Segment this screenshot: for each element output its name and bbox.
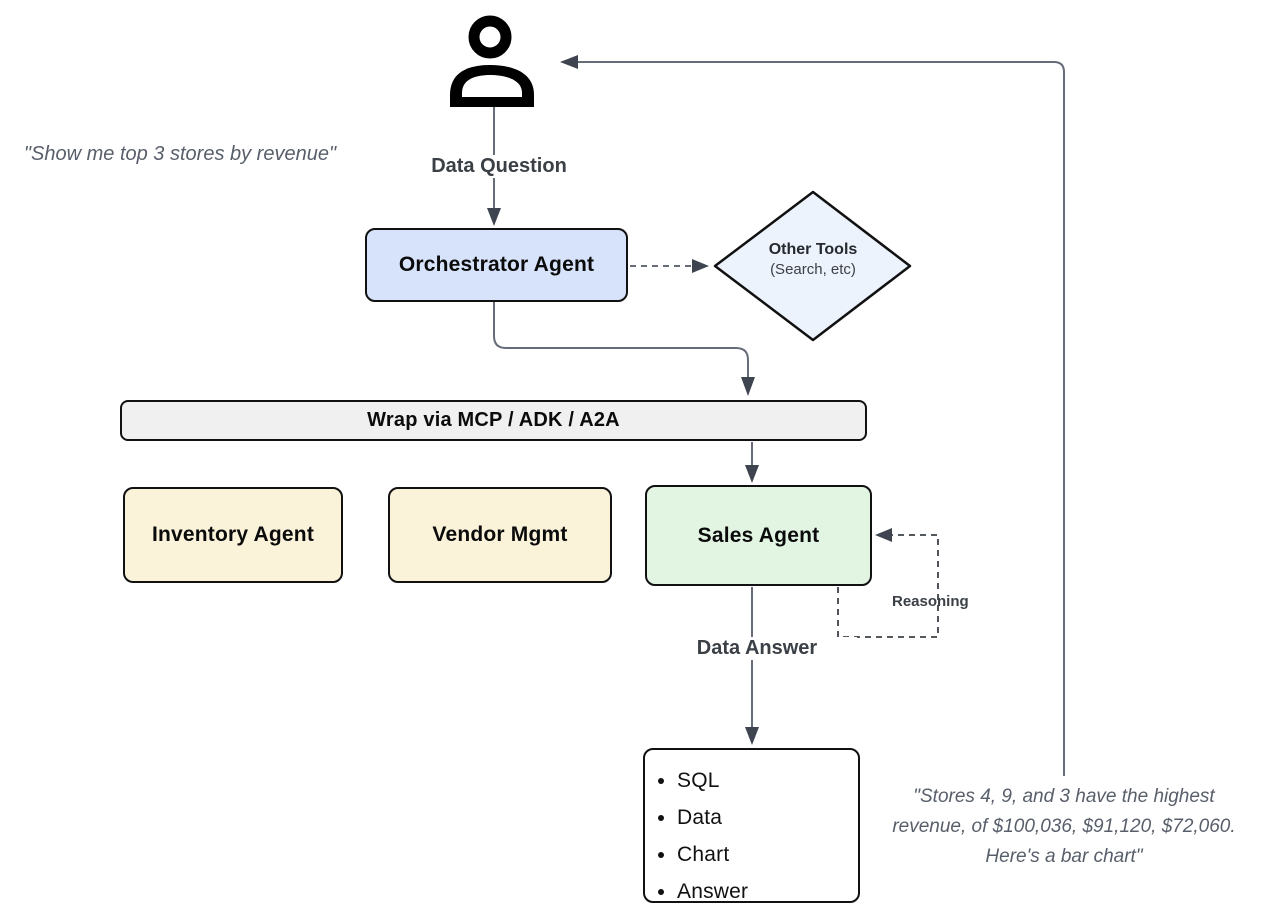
inventory-agent-node: Inventory Agent (123, 487, 343, 583)
user-question-quote: "Show me top 3 stores by revenue" (23, 143, 337, 165)
arrow-sales-to-output (745, 587, 759, 745)
agent-answer-quote-line3: Here's a bar chart" (985, 846, 1143, 867)
other-tools-title: Other Tools (768, 241, 858, 258)
arrow-orchestrator-to-other-tools (630, 259, 709, 273)
sales-agent-node: Sales Agent (645, 485, 872, 586)
orchestrator-agent-node: Orchestrator Agent (365, 228, 628, 302)
wrap-mcp-adk-a2a-bar: Wrap via MCP / ADK / A2A (120, 400, 867, 441)
other-tools-node: Other Tools (Search, etc) (742, 240, 884, 280)
data-question-label: Data Question (399, 155, 599, 178)
output-artifacts-node: SQL Data Chart Answer (643, 748, 860, 903)
agent-answer-quote-line2: revenue, of $100,036, $91,120, $72,060. (892, 816, 1236, 837)
arrow-answer-to-user (560, 55, 1065, 776)
agent-answer-quote: "Stores 4, 9, and 3 have the highest rev… (865, 782, 1263, 872)
reasoning-label: Reasoning (892, 593, 969, 610)
output-item-sql: SQL (677, 762, 748, 799)
vendor-mgmt-node: Vendor Mgmt (388, 487, 612, 583)
output-item-chart: Chart (677, 836, 748, 873)
agent-answer-quote-line1: "Stores 4, 9, and 3 have the highest (913, 786, 1215, 807)
arrow-reasoning-loop (837, 528, 939, 638)
output-artifacts-list: SQL Data Chart Answer (645, 762, 748, 910)
arrow-wrap-to-sales (745, 442, 759, 483)
user-icon (450, 15, 534, 107)
other-tools-diamond-shape (713, 190, 912, 342)
output-item-answer: Answer (677, 873, 748, 910)
output-item-data: Data (677, 799, 748, 836)
other-tools-subtitle: (Search, etc) (770, 261, 856, 278)
data-answer-label: Data Answer (657, 637, 857, 660)
arrow-orchestrator-to-wrap (493, 302, 755, 396)
